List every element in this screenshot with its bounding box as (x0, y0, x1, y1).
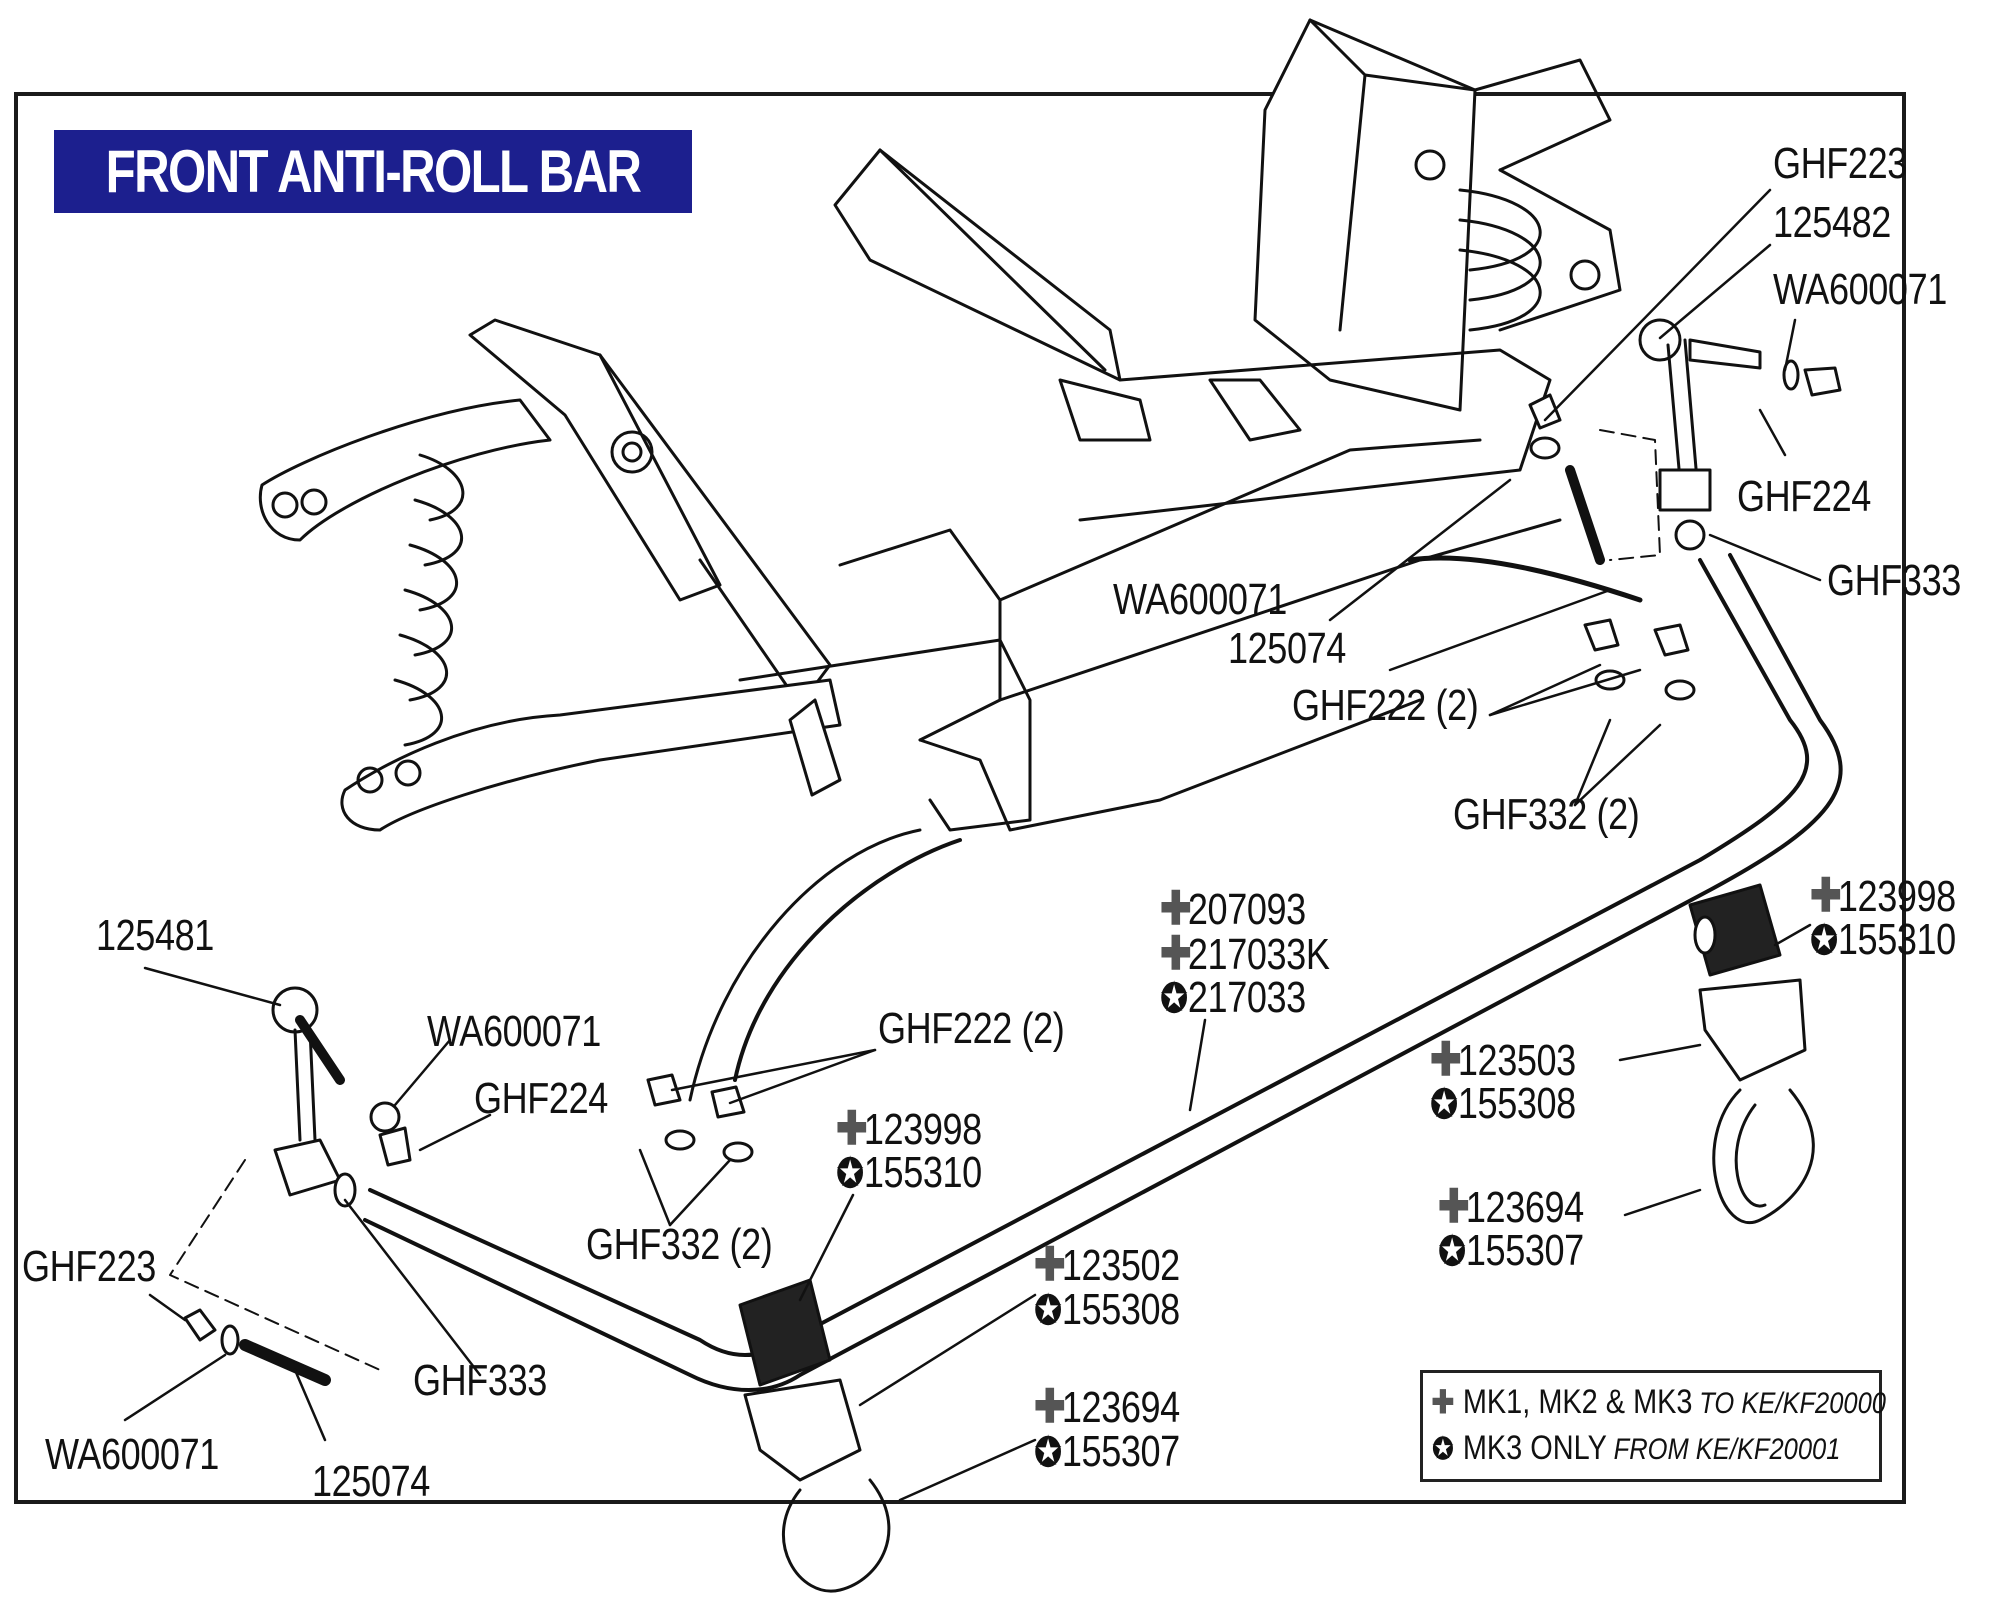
star-icon: ✪ (1810, 919, 1838, 963)
part-label-125482: 125482 (1773, 198, 1891, 247)
leader-lines (123, 188, 1822, 1502)
part-label-155308-center: ✪155308 (1034, 1285, 1180, 1334)
left-suspension-drawing (258, 318, 1032, 832)
star-icon: ✪ (1160, 977, 1188, 1021)
right-drop-link-drawing (1528, 318, 1842, 565)
legend-row2-note: FROM KE/KF20001 (1613, 1433, 1841, 1466)
brake-hose-left-drawing (688, 828, 922, 1102)
right-bush-clamp-drawing (1688, 883, 1815, 1224)
part-label-wa600071-mid: WA600071 (1113, 575, 1287, 624)
right-turret-drawing (1253, 18, 1622, 412)
plus-icon: ✚ (1431, 1384, 1455, 1420)
star-icon: ✪ (1432, 1433, 1454, 1466)
part-label-155307-center: ✪155307 (1034, 1427, 1180, 1476)
part-label-217033k: ✚217033K (1160, 927, 1330, 979)
legend-row2-text: MK3 ONLY (1462, 1429, 1607, 1467)
title-banner: FRONT ANTI-ROLL BAR (54, 130, 692, 213)
part-label-ghf223-top: GHF223 (1773, 139, 1907, 188)
part-label-ghf223-left: GHF223 (22, 1242, 156, 1291)
plus-icon: ✚ (1034, 1380, 1066, 1432)
right-nuts-drawing (1583, 618, 1696, 701)
plus-icon: ✚ (1438, 1180, 1470, 1232)
part-label-125074-bottom: 125074 (312, 1457, 430, 1506)
chassis-frame-drawing (833, 148, 1562, 832)
anti-roll-bar-drawing (363, 553, 1843, 1392)
diagram-border (14, 92, 1906, 1504)
part-label-ghf333-top: GHF333 (1827, 556, 1961, 605)
part-label-123503: ✚123503 (1430, 1033, 1576, 1085)
part-label-wa600071-bottom: WA600071 (45, 1430, 219, 1479)
part-label-123998-right: ✚123998 (1810, 869, 1956, 921)
legend-row1-note: TO KE/KF20000 (1699, 1387, 1886, 1420)
part-label-155308-right: ✪155308 (1430, 1079, 1576, 1128)
part-label-ghf332-center: GHF332 (2) (586, 1220, 773, 1269)
star-icon: ✪ (1034, 1289, 1062, 1333)
part-label-125481: 125481 (96, 911, 214, 960)
star-icon: ✪ (1430, 1083, 1458, 1127)
part-label-123694-center: ✚123694 (1034, 1380, 1180, 1432)
plus-icon: ✚ (1810, 869, 1842, 921)
plus-icon: ✚ (1160, 927, 1192, 979)
plus-icon: ✚ (1160, 882, 1192, 934)
part-label-125074-mid: 125074 (1228, 624, 1346, 673)
part-label-ghf222-top: GHF222 (2) (1292, 681, 1479, 730)
left-drop-link-drawing (169, 986, 412, 1386)
star-icon: ✪ (1034, 1431, 1062, 1475)
part-label-123998-center: ✚123998 (836, 1102, 982, 1154)
star-icon: ✪ (1438, 1230, 1466, 1274)
legend-row1-text: MK1, MK2 & MK3 (1462, 1383, 1693, 1421)
part-label-ghf222-center: GHF222 (2) (878, 1004, 1065, 1053)
part-label-155310-center: ✪155310 (836, 1148, 982, 1197)
plus-icon: ✚ (1430, 1033, 1462, 1085)
part-label-ghf333-left: GHF333 (413, 1356, 547, 1405)
star-icon: ✪ (836, 1152, 864, 1196)
part-label-wa600071-left: WA600071 (427, 1007, 601, 1056)
plus-icon: ✚ (1034, 1238, 1066, 1290)
center-nuts-drawing (646, 1073, 754, 1163)
part-label-155307-right: ✪155307 (1438, 1226, 1584, 1275)
center-bush-clamp-drawing (738, 1278, 891, 1593)
part-label-wa600071-top: WA600071 (1773, 265, 1947, 314)
part-label-155310-right: ✪155310 (1810, 915, 1956, 964)
part-label-217033: ✪217033 (1160, 973, 1306, 1022)
part-label-ghf224-left: GHF224 (474, 1074, 608, 1123)
part-label-123694-right: ✚123694 (1438, 1180, 1584, 1232)
part-label-207093: ✚207093 (1160, 882, 1306, 934)
part-label-ghf332-top: GHF332 (2) (1453, 790, 1640, 839)
part-label-ghf224-top: GHF224 (1737, 472, 1871, 521)
part-label-123502: ✚123502 (1034, 1238, 1180, 1290)
page-title: FRONT ANTI-ROLL BAR (105, 138, 642, 205)
plus-icon: ✚ (836, 1102, 868, 1154)
